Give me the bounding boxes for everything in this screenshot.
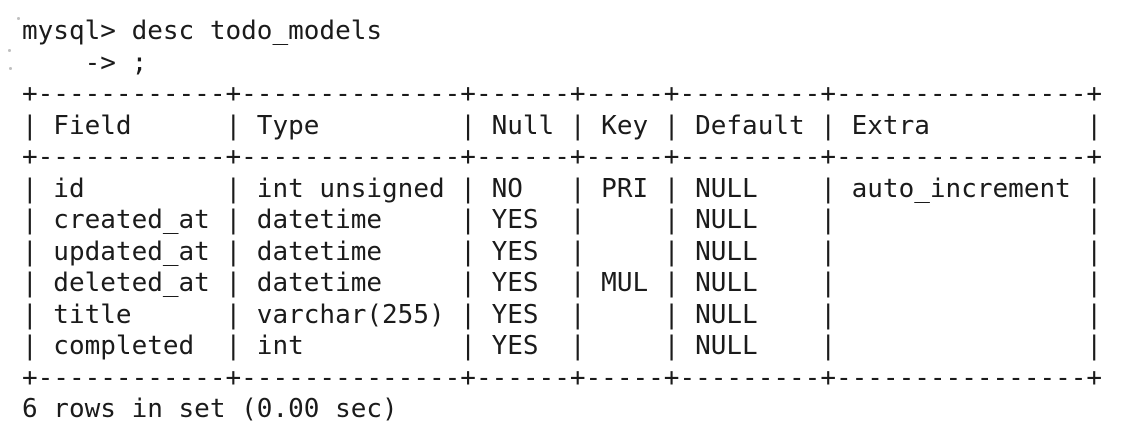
artifact-dot-3	[9, 67, 12, 70]
result-summary: 6 rows in set (0.00 sec)	[22, 394, 398, 424]
artifact-dot-1	[17, 17, 20, 20]
artifact-dot-2	[8, 49, 11, 52]
mysql-command-line: mysql> desc todo_models	[22, 16, 383, 46]
describe-table-output: +------------+--------------+------+----…	[22, 79, 1103, 393]
statement-continuation-line: -> ;	[22, 47, 148, 78]
